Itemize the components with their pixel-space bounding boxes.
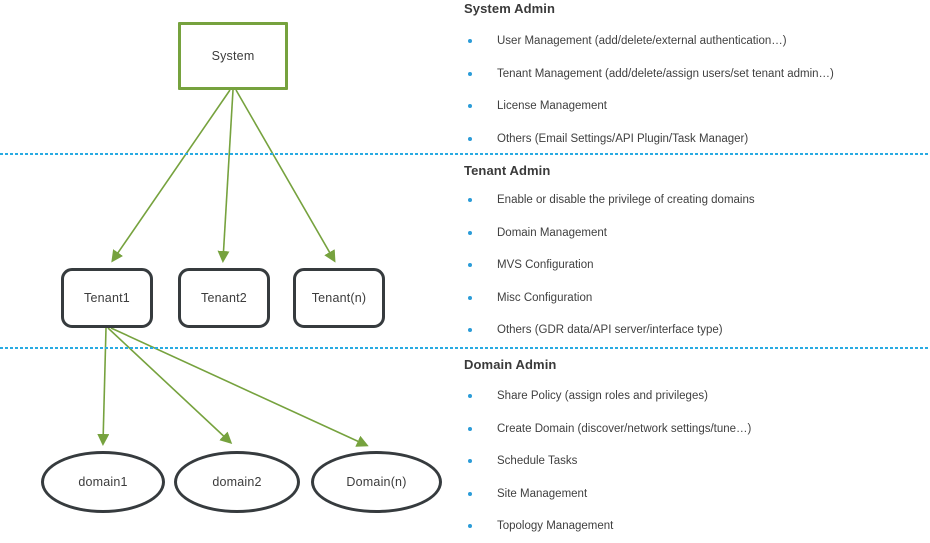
section-system-admin: System Admin User Management (add/delete…: [464, 0, 926, 155]
list-item: Topology Management: [464, 510, 926, 543]
bullet-icon: [468, 394, 472, 399]
section-domain-admin: Domain Admin Share Policy (assign roles …: [464, 348, 926, 543]
node-domain-n-label: Domain(n): [346, 475, 407, 489]
list-item-text: User Management (add/delete/external aut…: [497, 35, 787, 48]
list-item-text: Create Domain (discover/network settings…: [497, 422, 752, 435]
node-domain1: domain1: [41, 451, 165, 513]
list-item: Share Policy (assign roles and privilege…: [464, 380, 926, 413]
list-item-text: Others (GDR data/API server/interface ty…: [497, 324, 723, 337]
list-item-text: Domain Management: [497, 226, 607, 239]
node-tenant-n: Tenant(n): [293, 268, 385, 328]
section-title-tenant-admin: Tenant Admin: [464, 163, 551, 178]
list-item: Misc Configuration: [464, 282, 926, 315]
node-tenant2-label: Tenant2: [201, 291, 247, 305]
list-item: Site Management: [464, 478, 926, 511]
node-domain1-label: domain1: [78, 475, 128, 489]
list-item-text: Others (Email Settings/API Plugin/Task M…: [497, 132, 749, 145]
section-tenant-admin: Tenant Admin Enable or disable the privi…: [464, 154, 926, 347]
tenant-admin-list: Enable or disable the privilege of creat…: [464, 184, 926, 347]
system-admin-list: User Management (add/delete/external aut…: [464, 25, 926, 155]
list-item-text: Share Policy (assign roles and privilege…: [497, 390, 708, 403]
list-item: Tenant Management (add/delete/assign use…: [464, 58, 926, 91]
list-item-text: MVS Configuration: [497, 259, 594, 272]
list-item: Enable or disable the privilege of creat…: [464, 184, 926, 217]
bullet-icon: [468, 230, 472, 235]
bullet-icon: [468, 459, 472, 464]
bullet-icon: [468, 136, 472, 141]
node-system: System: [178, 22, 288, 90]
node-domain2: domain2: [174, 451, 300, 513]
list-item-text: Enable or disable the privilege of creat…: [497, 194, 755, 207]
section-divider-top: [0, 153, 930, 155]
node-domain-n: Domain(n): [311, 451, 442, 513]
node-tenant-n-label: Tenant(n): [311, 291, 367, 305]
list-item: Create Domain (discover/network settings…: [464, 413, 926, 446]
bullet-icon: [468, 295, 472, 300]
domain-admin-list: Share Policy (assign roles and privilege…: [464, 380, 926, 543]
list-item: Others (GDR data/API server/interface ty…: [464, 314, 926, 347]
list-item-text: License Management: [497, 100, 607, 113]
list-item: Domain Management: [464, 217, 926, 250]
bullet-icon: [468, 426, 472, 431]
node-system-label: System: [211, 49, 255, 63]
list-item-text: Misc Configuration: [497, 291, 593, 304]
list-item: Schedule Tasks: [464, 445, 926, 478]
list-item: User Management (add/delete/external aut…: [464, 25, 926, 58]
section-title-system-admin: System Admin: [464, 1, 556, 16]
section-divider-bottom: [0, 347, 930, 349]
list-item: Others (Email Settings/API Plugin/Task M…: [464, 123, 926, 156]
list-item-text: Site Management: [497, 487, 588, 500]
bullet-icon: [468, 39, 472, 44]
node-tenant1-label: Tenant1: [84, 291, 130, 305]
list-item-text: Tenant Management (add/delete/assign use…: [497, 67, 834, 80]
list-item-text: Topology Management: [497, 520, 614, 533]
list-item-text: Schedule Tasks: [497, 455, 578, 468]
node-tenant2: Tenant2: [178, 268, 270, 328]
bullet-icon: [468, 491, 472, 496]
bullet-icon: [468, 263, 472, 268]
bullet-icon: [468, 328, 472, 333]
bullet-icon: [468, 71, 472, 76]
bullet-icon: [468, 198, 472, 203]
bullet-icon: [468, 524, 472, 529]
node-tenant1: Tenant1: [61, 268, 153, 328]
node-domain2-label: domain2: [212, 475, 262, 489]
bullet-icon: [468, 104, 472, 109]
list-item: License Management: [464, 90, 926, 123]
section-title-domain-admin: Domain Admin: [464, 357, 557, 372]
list-item: MVS Configuration: [464, 249, 926, 282]
